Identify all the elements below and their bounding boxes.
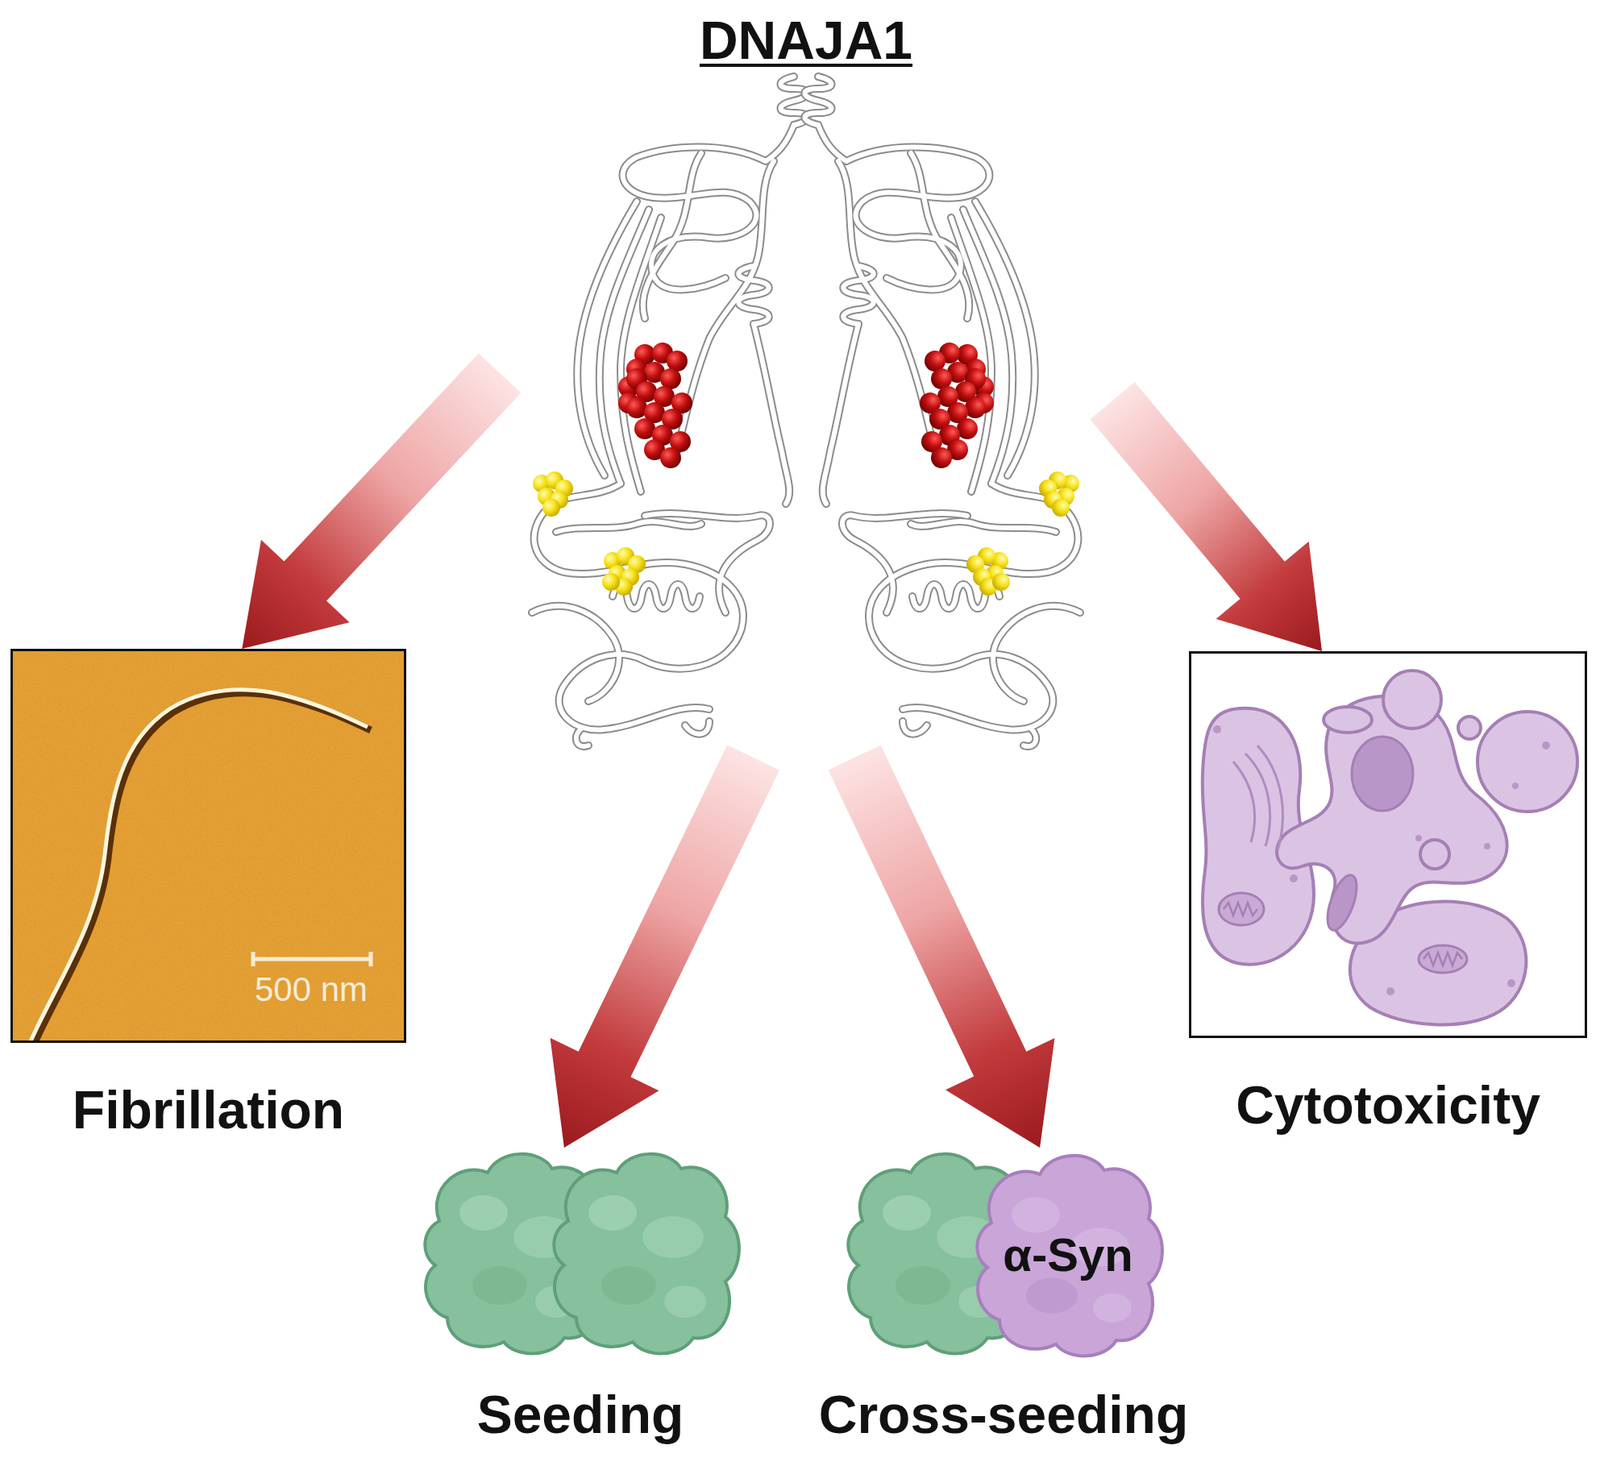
- cells-illustration: [1213, 725, 1551, 996]
- block-arrow: [828, 745, 1056, 1148]
- cross-seeding-aggregate: α-SynCross-seeding: [838, 1147, 1169, 1363]
- block-arrow: [1089, 382, 1322, 652]
- scale-bar-label: 500 nm: [254, 970, 368, 1010]
- cells-illustration: [1218, 893, 1264, 926]
- cells-illustration: [1512, 782, 1519, 790]
- scale-bar: [253, 957, 371, 962]
- cells-illustration: [1323, 706, 1372, 733]
- afm-image: [12, 651, 404, 1041]
- cells-illustration: [1383, 670, 1442, 729]
- cells-illustration: [1276, 696, 1508, 944]
- green-aggregate: [553, 1154, 740, 1355]
- afm-image: [12, 651, 404, 1041]
- afm-image: [12, 651, 404, 1041]
- cells-illustration: [1223, 902, 1258, 916]
- cells-illustration: [1245, 753, 1271, 847]
- aggregate-texture: [1011, 1196, 1060, 1233]
- seeding-aggregate: Seeding: [411, 1147, 750, 1363]
- cells-illustration: [1420, 839, 1450, 869]
- green-aggregate: [588, 1195, 707, 1318]
- aggregate-outline: [976, 1155, 1163, 1357]
- block-arrow: [550, 744, 780, 1148]
- scale-bar: [369, 951, 374, 967]
- afm-image: [30, 689, 368, 1041]
- protein-structure: DNAJA1: [499, 76, 1113, 758]
- residue-spheres: [532, 342, 693, 596]
- aggregate-texture: [1026, 1278, 1078, 1314]
- cells-illustration: [1507, 979, 1516, 988]
- scale-bar: [253, 951, 371, 967]
- node-heading: Seeding: [477, 1384, 685, 1447]
- aggregate-texture: [1092, 1293, 1132, 1323]
- node-heading: DNAJA1: [699, 10, 913, 72]
- alpha-syn-aggregate: α-Syn: [967, 1148, 1169, 1363]
- protein-ribbon: [805, 76, 1081, 747]
- block-arrow: [241, 353, 521, 649]
- scale-bar: [251, 951, 256, 967]
- green-aggregate: [424, 1154, 1034, 1355]
- cells-illustration: [1415, 835, 1422, 842]
- cells-illustration: [1483, 843, 1491, 850]
- cells-illustration: [1458, 716, 1481, 740]
- block-arrow: [828, 745, 1056, 1148]
- cells-illustration: [1477, 711, 1578, 812]
- residue-spheres: [919, 342, 1080, 596]
- cells-illustration: [1257, 745, 1283, 851]
- cells-illustration: [1202, 670, 1578, 1025]
- protein-ribbon: [531, 76, 1081, 747]
- cells-illustration: [1423, 952, 1463, 966]
- protein-ribbon: [805, 76, 1081, 747]
- block-arrow: [1089, 382, 1322, 652]
- node-heading: Cytotoxicity: [1235, 1075, 1541, 1137]
- node-heading: Fibrillation: [72, 1080, 345, 1142]
- node-label: α-Syn: [1002, 1228, 1133, 1283]
- residue-spheres: [532, 342, 1080, 596]
- cells-illustration: [1418, 945, 1468, 973]
- node-heading: Cross-seeding: [818, 1384, 1189, 1447]
- cells-illustration: [1213, 725, 1222, 734]
- cells-illustration: [1289, 874, 1298, 883]
- green-aggregate: [553, 1154, 740, 1355]
- cells-illustration: [1351, 736, 1413, 811]
- protein-ribbon: [531, 76, 808, 747]
- cells-illustration: [1541, 741, 1551, 750]
- cells-illustration: [1233, 761, 1256, 843]
- cells-illustration: [1386, 987, 1395, 996]
- cell-panel: Cytotoxicity: [1188, 651, 1588, 1039]
- cells-illustration: [1321, 871, 1364, 934]
- block-arrow: [550, 744, 780, 1148]
- block-arrow: [241, 353, 521, 649]
- cells-illustration: [1233, 745, 1283, 851]
- protein-ribbon: [531, 76, 808, 747]
- afm-image: [33, 693, 371, 1041]
